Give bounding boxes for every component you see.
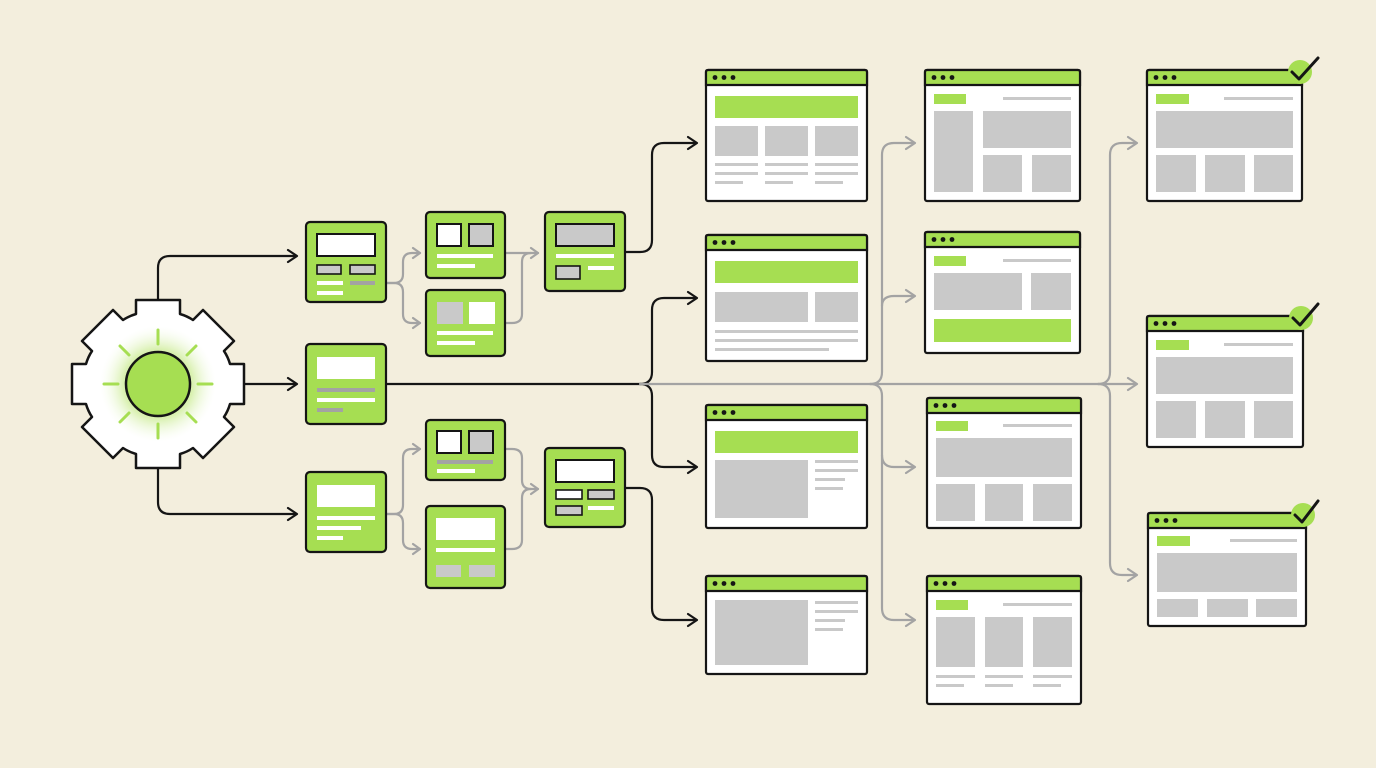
- window-dots-icon: [712, 581, 736, 586]
- arrowhead: [686, 459, 699, 475]
- arrowhead: [286, 376, 299, 392]
- window-dots-icon: [933, 581, 957, 586]
- check-circle-icon: [1291, 499, 1320, 527]
- window-dots-icon: [712, 240, 736, 245]
- page-template: [704, 403, 869, 530]
- primary-connectors: [156, 135, 699, 628]
- window-dots-icon: [933, 403, 957, 408]
- secondary-connectors: [385, 135, 1139, 628]
- connector-assembly-bottom: [624, 486, 698, 622]
- window-dots-icon: [1153, 321, 1177, 326]
- connector-assembly-top: [624, 141, 698, 254]
- final-page: [1145, 56, 1320, 203]
- connector-hub-up: [638, 296, 698, 386]
- window-dots-icon: [712, 75, 736, 80]
- connector-gear-bottom: [156, 466, 298, 516]
- window-dots-icon: [1153, 75, 1177, 80]
- window-dots-icon: [1154, 518, 1178, 523]
- assembly-card: [543, 446, 627, 529]
- connector-gear-top: [156, 254, 298, 302]
- final-page: [1146, 499, 1320, 628]
- window-dots-icon: [931, 237, 955, 242]
- component-card: [304, 470, 388, 554]
- page-variant: [925, 396, 1083, 530]
- arrowhead: [286, 248, 299, 264]
- page-template: [704, 68, 869, 203]
- check-circle-icon: [1288, 56, 1320, 84]
- page-variant: [923, 68, 1082, 203]
- connector-hub-down: [638, 382, 698, 469]
- arrowhead: [686, 135, 699, 151]
- subcomponent-card: [424, 504, 507, 590]
- component-card: [304, 342, 388, 426]
- arrowhead: [686, 290, 699, 306]
- page-template: [704, 574, 869, 676]
- arrowhead: [686, 612, 699, 628]
- final-page: [1145, 302, 1320, 449]
- window-dots-icon: [712, 410, 736, 415]
- gear-icon: [70, 298, 246, 470]
- subcomponent-card: [424, 288, 507, 358]
- assembly-card: [543, 210, 627, 293]
- window-dots-icon: [931, 75, 955, 80]
- page-variant: [925, 574, 1083, 706]
- subcomponent-card: [424, 210, 507, 280]
- component-card: [304, 220, 388, 304]
- page-template: [704, 233, 869, 363]
- arrowhead: [286, 506, 299, 522]
- check-circle-icon: [1289, 302, 1320, 330]
- subcomponent-card: [424, 418, 507, 482]
- page-variant: [923, 230, 1082, 355]
